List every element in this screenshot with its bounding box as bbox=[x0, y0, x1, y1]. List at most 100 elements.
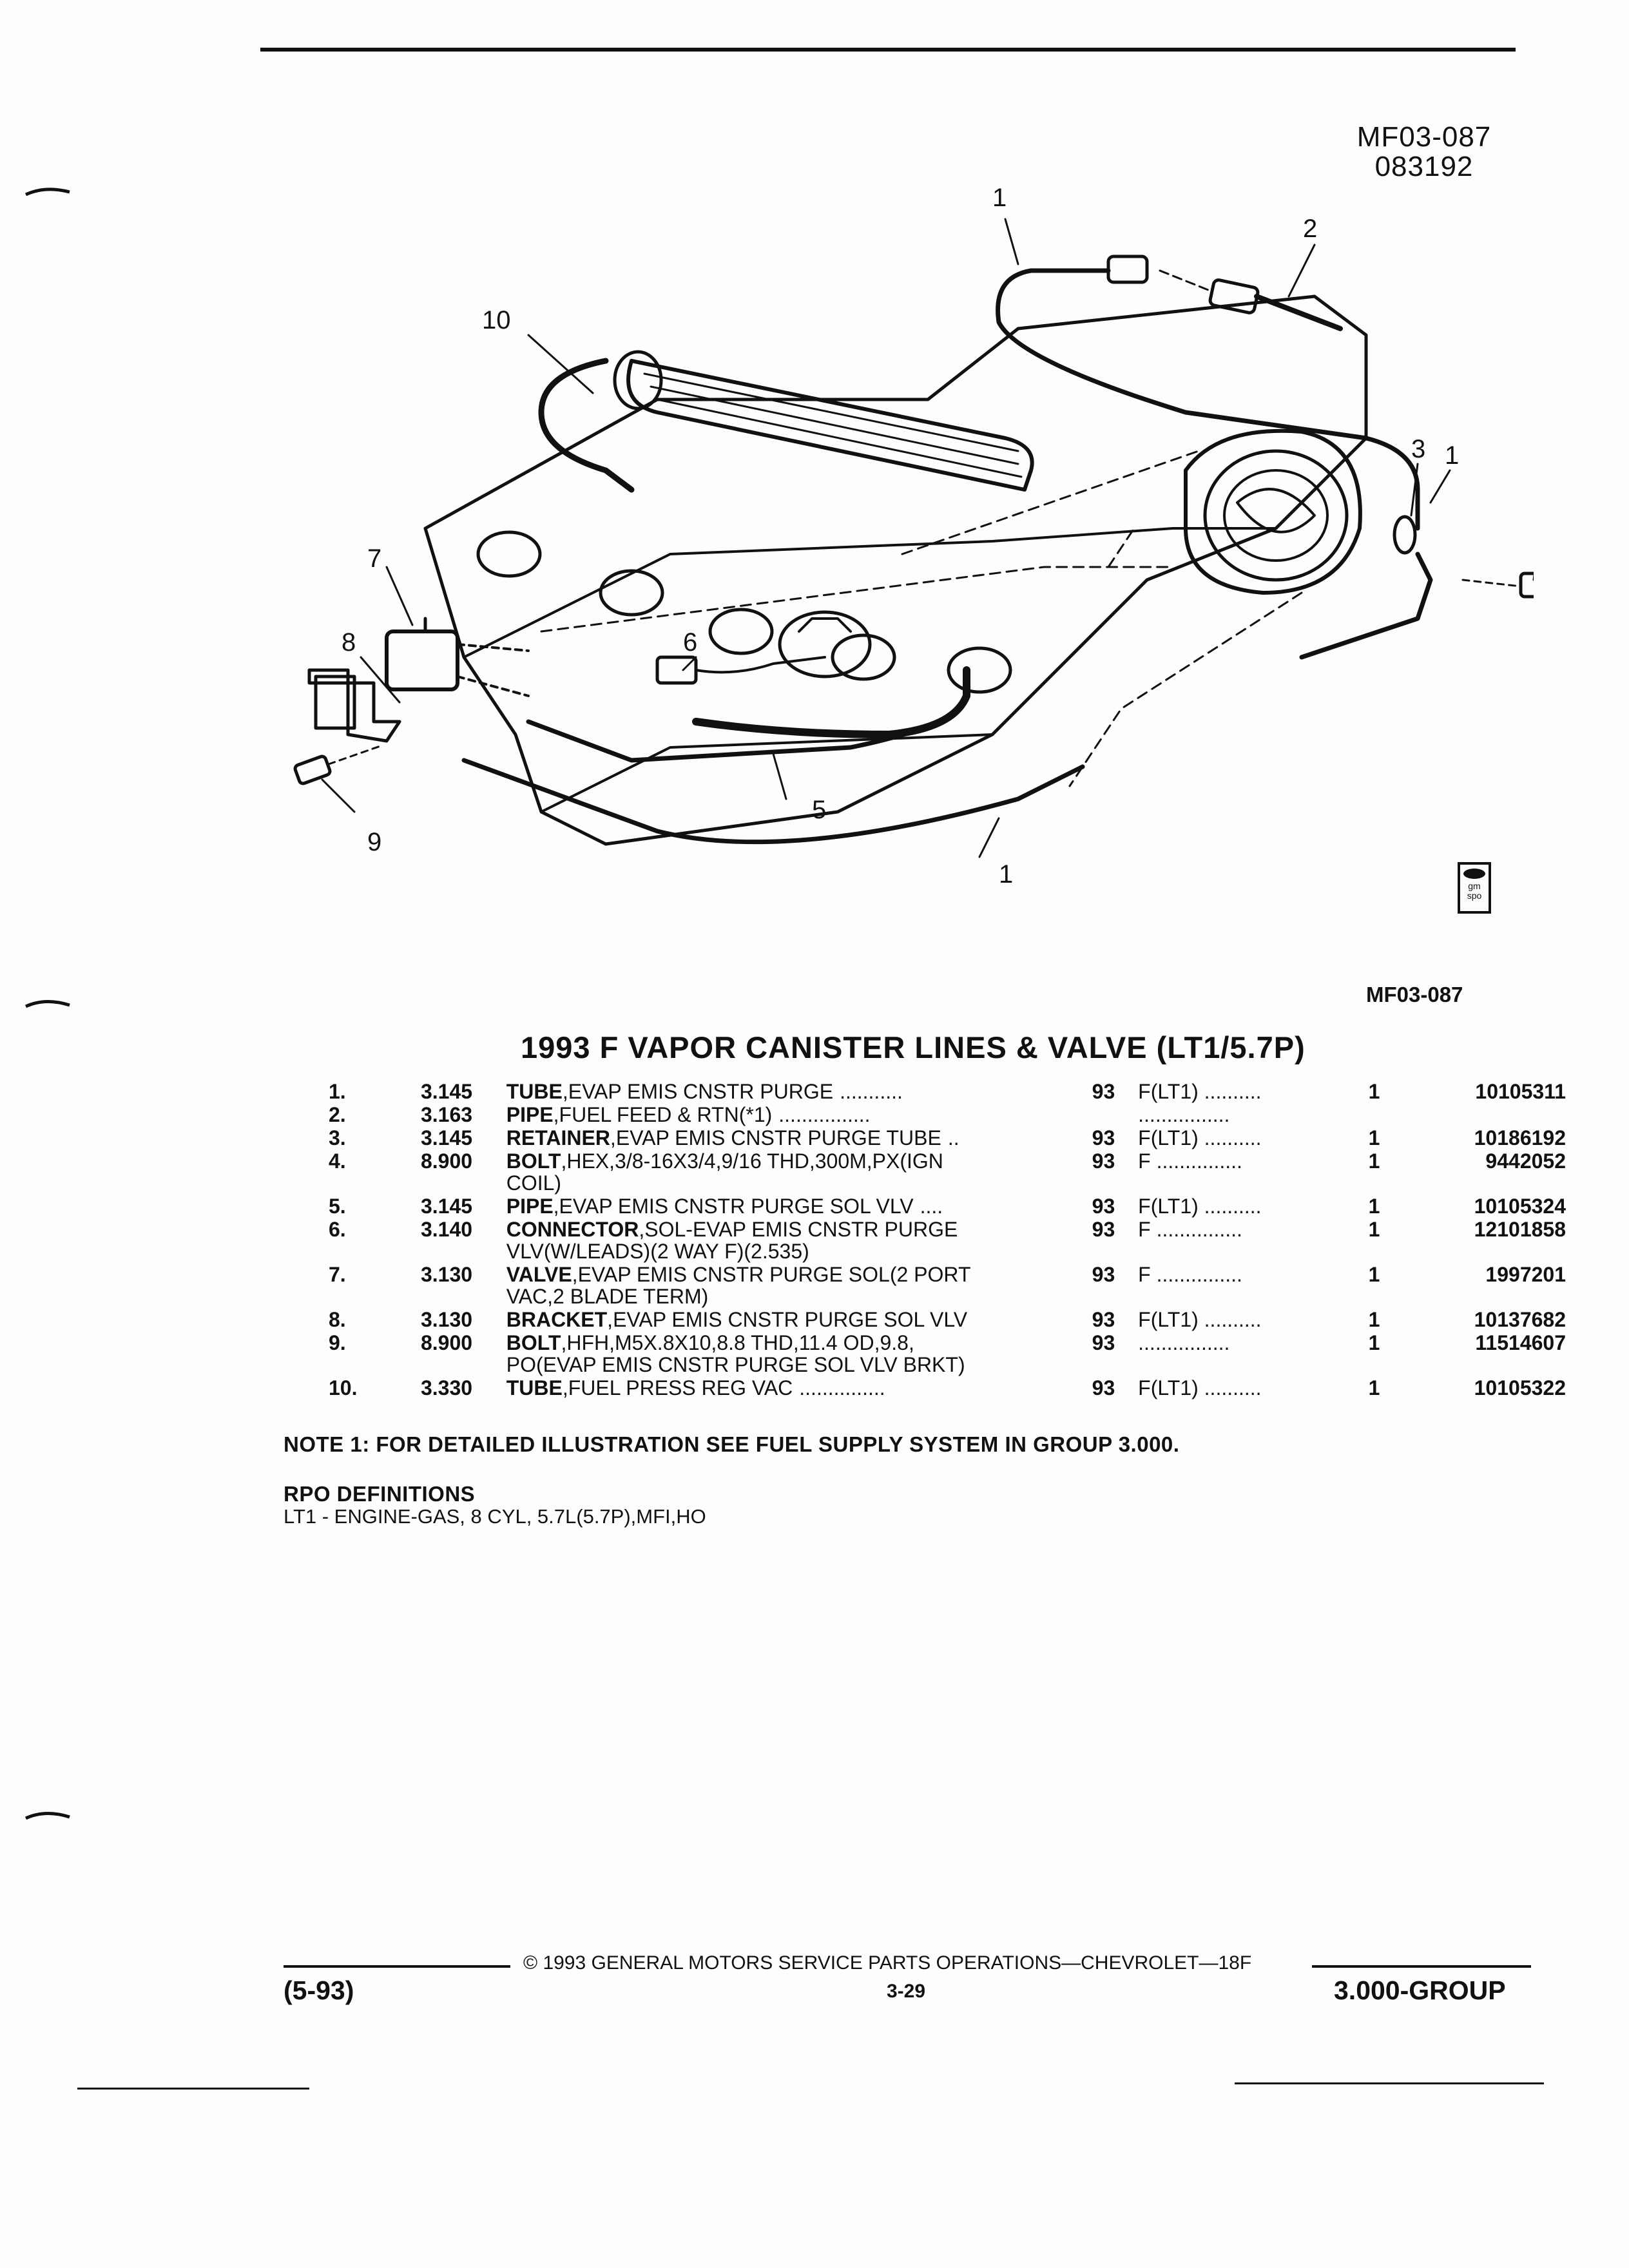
part-group-code: 3.130 bbox=[420, 1263, 473, 1286]
part-description-text: ,EVAP EMIS CNSTR PURGE SOL VLV bbox=[553, 1195, 914, 1218]
footer-page-number: 3-29 bbox=[887, 1981, 926, 2002]
part-description-text: ,EVAP EMIS CNSTR PURGE TUBE bbox=[610, 1126, 941, 1149]
parts-row: 7. 3.130 VALVE,EVAP EMIS CNSTR PURGE SOL(2… bbox=[329, 1262, 1566, 1307]
part-year: 93 bbox=[1092, 1218, 1115, 1241]
part-group-code: 3.130 bbox=[420, 1308, 473, 1331]
part-quantity: 1 bbox=[1368, 1331, 1380, 1354]
part-name: TUBE bbox=[506, 1080, 563, 1103]
part-quantity: 1 bbox=[1368, 1149, 1380, 1173]
part-quantity: 1 bbox=[1368, 1263, 1380, 1286]
parts-row: 1. 3.145 TUBE,EVAP EMIS CNSTR PURGE.......… bbox=[329, 1079, 1566, 1102]
exploded-parts-diagram: 1 2 3 1 4 10 7 8 6 5 9 1 bbox=[293, 184, 1534, 889]
part-leader-dots: ............... bbox=[799, 1376, 885, 1399]
part-number-index: 5. bbox=[329, 1195, 346, 1218]
part-leader-dots: .... bbox=[920, 1195, 943, 1218]
part-description-text: ,EVAP EMIS CNSTR PURGE bbox=[562, 1080, 834, 1103]
part-number-index: 10. bbox=[329, 1376, 358, 1399]
part-year: 93 bbox=[1092, 1195, 1115, 1218]
callout-2: 2 bbox=[1303, 215, 1317, 243]
part-model: F(LT1) .......... bbox=[1138, 1126, 1262, 1149]
callout-6: 6 bbox=[683, 628, 697, 657]
part-model: F ............... bbox=[1138, 1263, 1242, 1286]
part-number: 10186192 bbox=[1474, 1126, 1566, 1149]
part-description: TUBE,EVAP EMIS CNSTR PURGE........... bbox=[506, 1079, 1092, 1102]
part-name: PIPE bbox=[506, 1103, 554, 1126]
part-description: BRACKET,EVAP EMIS CNSTR PURGE SOL VLV bbox=[506, 1307, 1092, 1331]
part-description-line2: COIL) bbox=[506, 1171, 562, 1195]
part-number-index: 2. bbox=[329, 1103, 346, 1126]
footer-copyright: © 1993 GENERAL MOTORS SERVICE PARTS OPER… bbox=[523, 1952, 1252, 1974]
part-description: BOLT,HFH,M5X.8X10,8.8 THD,11.4 OD,9.8,PO… bbox=[506, 1331, 1092, 1376]
part-description: RETAINER,EVAP EMIS CNSTR PURGE TUBE.. bbox=[506, 1126, 1092, 1149]
part-leader-dots: .. bbox=[947, 1126, 959, 1149]
part-number-index: 4. bbox=[329, 1149, 346, 1173]
note-text: NOTE 1: FOR DETAILED ILLUSTRATION SEE FU… bbox=[284, 1432, 1180, 1456]
part-quantity bbox=[1369, 1102, 1422, 1126]
part-description: PIPE,EVAP EMIS CNSTR PURGE SOL VLV.... bbox=[506, 1194, 1092, 1217]
part-description-text: ,EVAP EMIS CNSTR PURGE SOL(2 PORT bbox=[572, 1263, 971, 1286]
callout-3: 3 bbox=[1411, 435, 1425, 463]
part-number: 10105324 bbox=[1474, 1195, 1566, 1218]
part-number: 9442052 bbox=[1485, 1149, 1566, 1173]
part-description-text: ,EVAP EMIS CNSTR PURGE SOL VLV bbox=[607, 1308, 968, 1331]
page-title: 1993 F VAPOR CANISTER LINES & VALVE (LT1… bbox=[521, 1030, 1306, 1064]
part-year: 93 bbox=[1092, 1376, 1115, 1399]
callout-10: 10 bbox=[482, 306, 511, 334]
callout-9: 9 bbox=[367, 828, 381, 856]
part-name: CONNECTOR bbox=[506, 1218, 639, 1241]
footer-rule-left bbox=[284, 1965, 510, 1968]
part-number-index: 1. bbox=[329, 1080, 346, 1103]
part-group-code: 3.145 bbox=[420, 1195, 473, 1218]
part-group-code: 3.145 bbox=[420, 1080, 473, 1103]
part-number-index: 7. bbox=[329, 1263, 346, 1286]
part-quantity: 1 bbox=[1368, 1308, 1380, 1331]
part-number: 1997201 bbox=[1485, 1263, 1566, 1286]
part-year: 93 bbox=[1092, 1126, 1115, 1149]
top-rule bbox=[260, 48, 1516, 52]
part-name: BOLT bbox=[506, 1331, 561, 1354]
part-year bbox=[1092, 1102, 1138, 1126]
figure-code-small: MF03-087 bbox=[1366, 983, 1463, 1006]
part-group-code: 8.900 bbox=[420, 1331, 473, 1354]
part-number bbox=[1421, 1102, 1566, 1126]
part-description-text: ,SOL-EVAP EMIS CNSTR PURGE bbox=[639, 1218, 958, 1241]
part-description: TUBE,FUEL PRESS REG VAC............... bbox=[506, 1376, 1092, 1399]
part-description-line2: VAC,2 BLADE TERM) bbox=[506, 1285, 709, 1308]
part-description-line2: VLV(W/LEADS)(2 WAY F)(2.535) bbox=[506, 1240, 809, 1263]
part-name: RETAINER bbox=[506, 1126, 610, 1149]
part-quantity: 1 bbox=[1368, 1126, 1380, 1149]
part-model: F ............... bbox=[1138, 1218, 1242, 1241]
parts-row: 9. 8.900 BOLT,HFH,M5X.8X10,8.8 THD,11.4 OD… bbox=[329, 1331, 1566, 1376]
part-model: F(LT1) .......... bbox=[1138, 1376, 1262, 1399]
part-description-text: ,FUEL FEED & RTN(*1) bbox=[553, 1103, 773, 1126]
parts-row: 5. 3.145 PIPE,EVAP EMIS CNSTR PURGE SOL VL… bbox=[329, 1194, 1566, 1217]
part-year: 93 bbox=[1092, 1308, 1115, 1331]
part-group-code: 8.900 bbox=[420, 1149, 473, 1173]
part-name: TUBE bbox=[506, 1376, 563, 1399]
part-group-code: 3.145 bbox=[420, 1126, 473, 1149]
part-number-index: 9. bbox=[329, 1331, 346, 1354]
part-model: F(LT1) .......... bbox=[1138, 1080, 1262, 1103]
part-name: VALVE bbox=[506, 1263, 572, 1286]
part-description-text: ,FUEL PRESS REG VAC bbox=[562, 1376, 793, 1399]
part-number: 12101858 bbox=[1474, 1218, 1566, 1241]
part-model: F(LT1) .......... bbox=[1138, 1195, 1262, 1218]
footer-date: (5-93) bbox=[284, 1975, 354, 2005]
part-group-code: 3.140 bbox=[420, 1218, 473, 1241]
footer-rule-right bbox=[1312, 1965, 1531, 1968]
part-model: F(LT1) .......... bbox=[1138, 1308, 1262, 1331]
part-leader-dots: ........... bbox=[840, 1080, 903, 1103]
footer-group: 3.000-GROUP bbox=[1334, 1975, 1506, 2005]
part-quantity: 1 bbox=[1368, 1080, 1380, 1103]
gm-spo-logo: gm spo bbox=[1458, 862, 1491, 914]
figure-code-line: MF03-087 bbox=[1356, 121, 1492, 153]
rpo-line: LT1 - ENGINE-GAS, 8 CYL, 5.7L(5.7P),MFI,… bbox=[284, 1505, 706, 1528]
